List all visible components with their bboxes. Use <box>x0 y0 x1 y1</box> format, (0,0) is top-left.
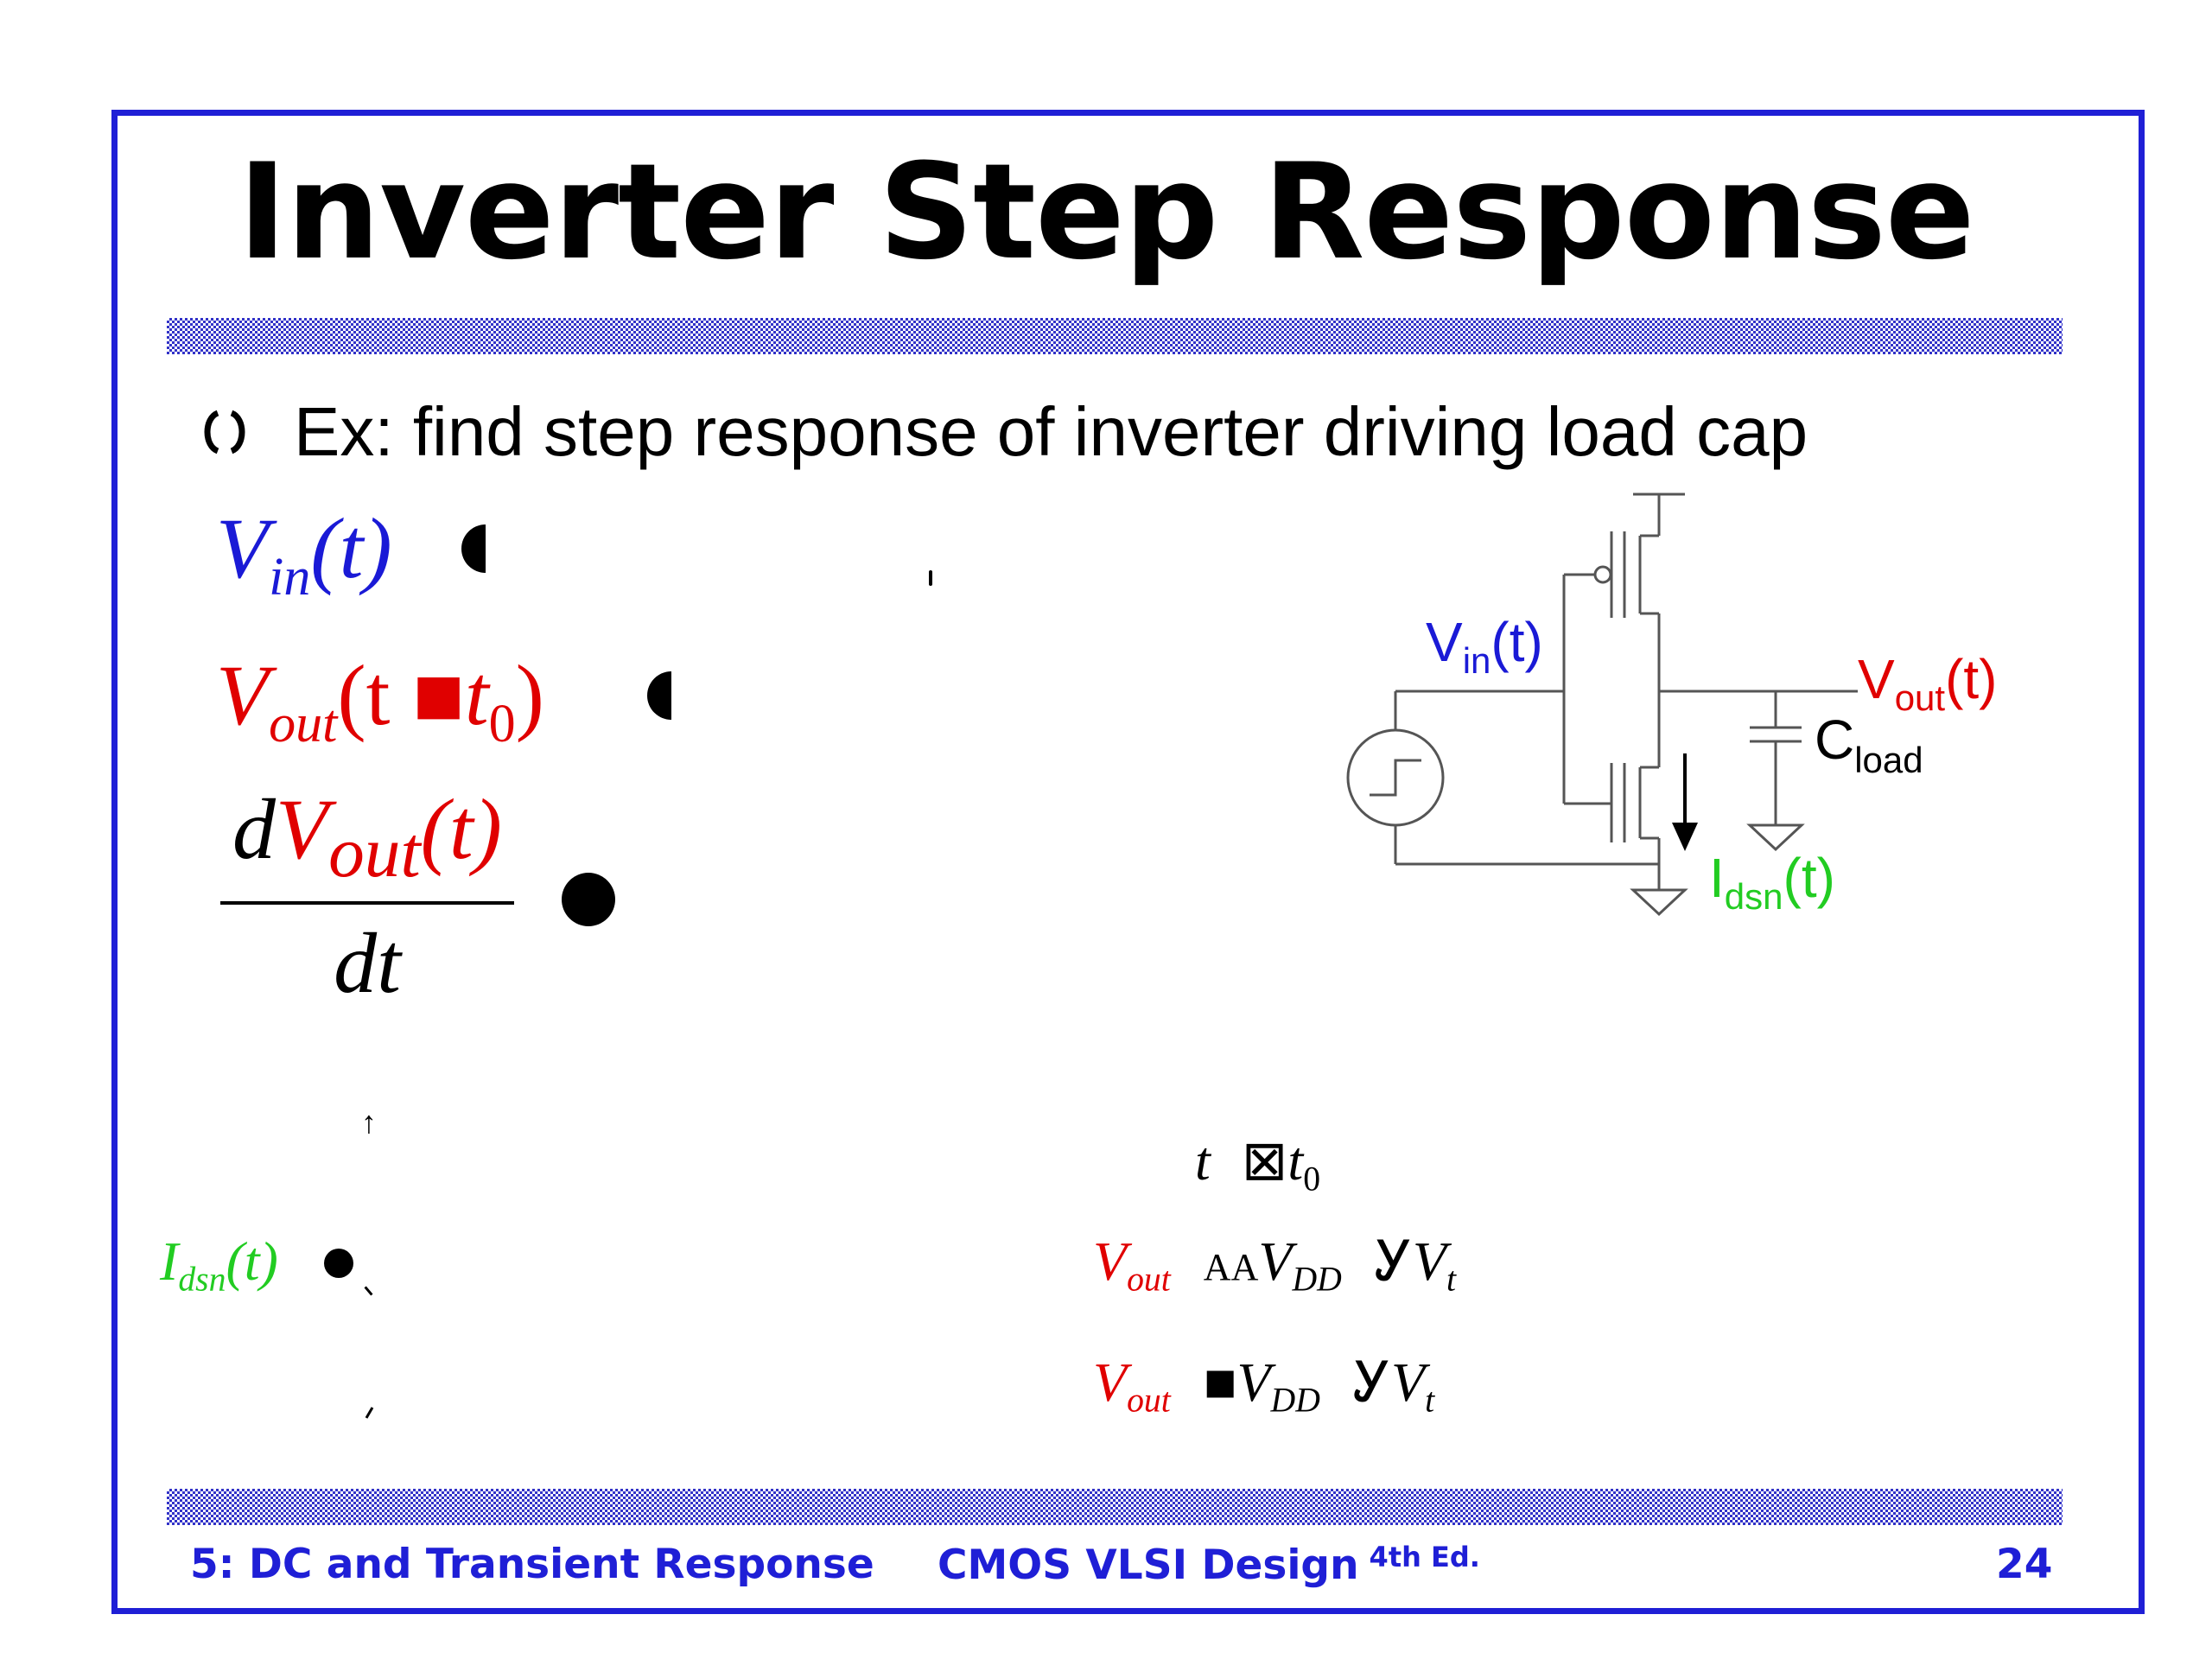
top-divider-band <box>167 318 2063 354</box>
vout-close: ) <box>515 647 544 743</box>
derivative-numerator: dVout(t) <box>220 786 514 889</box>
pmos-bubble <box>1593 565 1612 584</box>
cond2-var: V <box>1093 1230 1128 1292</box>
cond2-minus: Ꭹ <box>1374 1230 1413 1292</box>
circuit-vout-label: Vout(t) <box>1858 648 1997 718</box>
cond2-vt: V <box>1412 1230 1446 1292</box>
cond2-sym: AA <box>1203 1246 1259 1288</box>
circuit-cload-label: Cload <box>1815 709 1923 780</box>
cond3-vt-sub: t <box>1425 1381 1435 1420</box>
circuit-idsn-label: Idsn(t) <box>1709 847 1835 917</box>
vout-t0-sub: 0 <box>488 694 516 753</box>
vout-t0: t <box>464 647 489 743</box>
deriv-var: V <box>276 781 329 877</box>
deriv-dot <box>562 873 615 926</box>
stray-mark-2: ↑ <box>361 1105 377 1140</box>
derivative-denominator: dt <box>334 915 401 1012</box>
bullet-text: Ex: find step response of inverter drivi… <box>294 393 1808 470</box>
footer-book-title: CMOS VLSI Design 4th Ed. <box>938 1541 1480 1589</box>
vin-equation: Vin(t) <box>216 505 392 604</box>
vout-equation: Vout(t■t0) <box>216 652 544 751</box>
cond2-vt-sub: t <box>1446 1260 1456 1299</box>
vin-var: V <box>216 500 270 596</box>
idsn-sub: dsn <box>178 1260 226 1299</box>
fraction-bar <box>220 901 514 906</box>
circuit-vin-label: Vin(t) <box>1426 611 1543 681</box>
deriv-sub: out <box>328 813 421 893</box>
cond2-sub: out <box>1127 1260 1171 1299</box>
condition-t: t ⊠t0 <box>1195 1134 1320 1197</box>
vout-dot <box>647 671 671 720</box>
bullet-row: Ex: find step response of inverter drivi… <box>199 393 1808 471</box>
derivative-fraction: dVout(t) dt <box>220 786 514 1007</box>
footer-book-name: CMOS VLSI Design <box>938 1541 1359 1589</box>
vin-sub: in <box>269 547 311 607</box>
cond3-var: V <box>1093 1351 1128 1413</box>
footer-chapter: 5: DC and Transient Response <box>190 1541 874 1588</box>
slide-frame <box>111 110 2145 1614</box>
cond1-t0: t <box>1287 1130 1304 1192</box>
cond2-vdd: V <box>1258 1230 1293 1292</box>
deriv-arg: (t) <box>420 781 502 877</box>
vout-open: (t <box>337 647 391 743</box>
idsn-arg: (t) <box>226 1230 278 1292</box>
idsn-equation: Idsn(t) <box>160 1234 278 1297</box>
slide-title: Inverter Step Response <box>238 136 1974 289</box>
idsn-dot <box>324 1249 353 1278</box>
cond3-vdd-sub: DD <box>1270 1381 1320 1420</box>
footer-edition: 4th Ed. <box>1369 1541 1480 1573</box>
stray-mark <box>929 570 932 586</box>
cond3-minus: Ꭹ <box>1352 1351 1391 1413</box>
condition-vout-low: Vout ■VDD ᎩVt <box>1093 1355 1434 1418</box>
inverter-circuit-diagram: Vin(t) Vout(t) Cload Idsn(t) <box>1346 493 1997 917</box>
vout-sym: ■ <box>412 647 465 743</box>
cond2-vdd-sub: DD <box>1292 1260 1342 1299</box>
condition-vout-high: Vout AAVDD ᎩVt <box>1093 1234 1456 1297</box>
vout-sub: out <box>269 694 338 753</box>
cond3-vdd: V <box>1236 1351 1271 1413</box>
deriv-d: d <box>232 781 276 877</box>
bullet-icon <box>204 410 245 454</box>
vin-arg: (t) <box>310 500 392 596</box>
cond1-t0-sub: 0 <box>1303 1160 1321 1198</box>
cond3-vt: V <box>1390 1351 1426 1413</box>
cond3-sub: out <box>1127 1381 1171 1420</box>
idsn-var: I <box>160 1230 179 1292</box>
cond3-sym: ■ <box>1203 1351 1237 1413</box>
vin-dot <box>461 524 486 573</box>
page-number: 24 <box>1996 1541 2053 1588</box>
bottom-divider-band <box>167 1489 2063 1525</box>
ground-symbol-nmos <box>1630 888 1688 917</box>
cond1-sym: ⊠ <box>1241 1130 1288 1192</box>
cond1-t: t <box>1195 1130 1211 1192</box>
vout-var: V <box>216 647 270 743</box>
ground-symbol-cap <box>1746 823 1805 852</box>
